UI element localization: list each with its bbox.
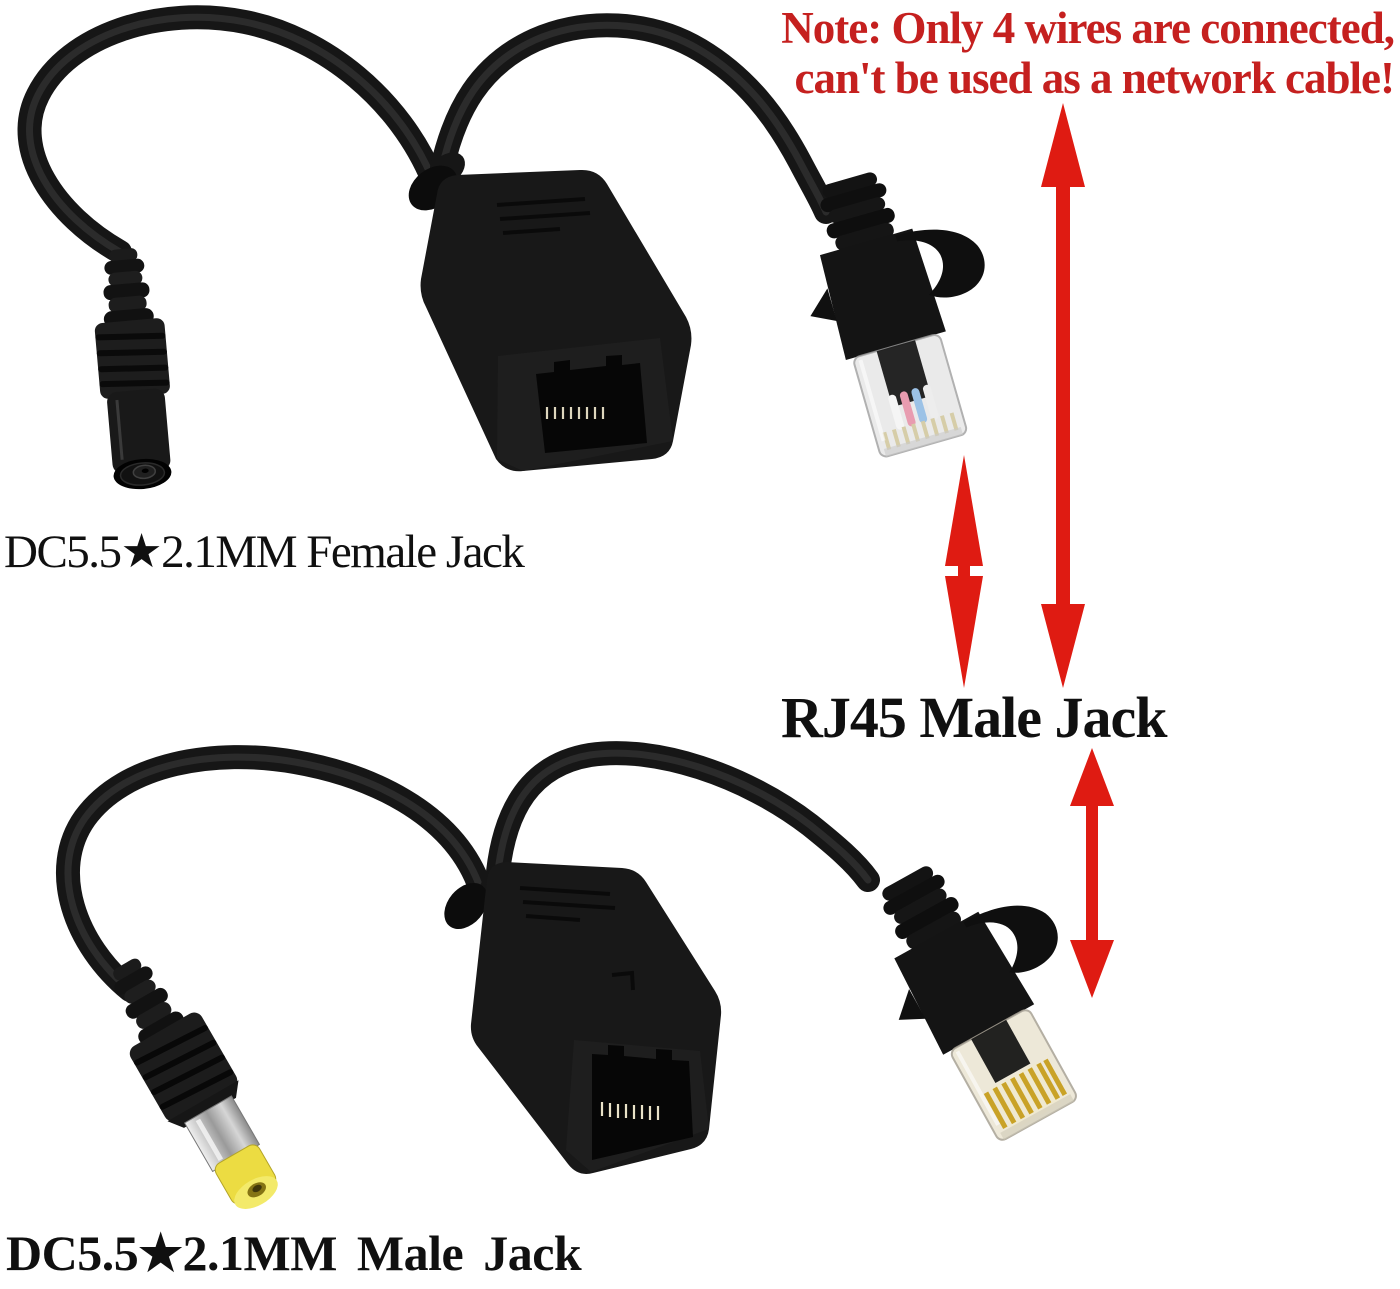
label-dc-female-jack: DC5.5★2.1MM Female Jack xyxy=(4,526,525,578)
dc-male-plug xyxy=(113,958,278,1209)
bottom-adapter-photo xyxy=(56,741,1077,1209)
rj45-socket-opening xyxy=(592,1045,693,1160)
dc-plug-yellow-tip xyxy=(214,1144,278,1209)
dc-female-jack xyxy=(94,248,172,490)
dc-male-cable xyxy=(56,745,490,1002)
warning-note: Note: Only 4 wires are connected, can't … xyxy=(781,3,1395,103)
rj45-plug-contacts xyxy=(983,1058,1068,1129)
label-double-arrow-icon xyxy=(1070,748,1114,998)
rj45-plug-cable-top xyxy=(430,13,838,224)
rj45-pointer-double-arrow-icon xyxy=(945,455,983,688)
rj45-socket-pins xyxy=(600,1102,660,1120)
rj45-female-coupler-top xyxy=(408,152,692,472)
rj45-socket-opening xyxy=(536,355,647,453)
top-adapter-photo xyxy=(17,5,985,490)
note-double-arrow-icon xyxy=(1041,103,1085,688)
rj45-male-plug-bottom xyxy=(882,866,1077,1141)
label-dc-male-jack: DC5.5★2.1MM Male Jack xyxy=(6,1225,582,1281)
rj45-plug-cable-bottom xyxy=(486,741,880,892)
rj45-socket-pins xyxy=(545,407,605,419)
rj45-male-plug-top xyxy=(810,172,985,458)
annotation-arrows xyxy=(945,103,1114,998)
warning-note-line2: can't be used as a network cable! xyxy=(794,53,1395,103)
warning-note-line1: Note: Only 4 wires are connected, xyxy=(781,3,1395,53)
rj45-female-coupler-bottom xyxy=(444,862,722,1174)
dc-female-cable xyxy=(17,5,445,264)
rj45-plug-contacts xyxy=(882,412,959,451)
label-rj45-male-jack: RJ45 Male Jack xyxy=(781,685,1167,750)
